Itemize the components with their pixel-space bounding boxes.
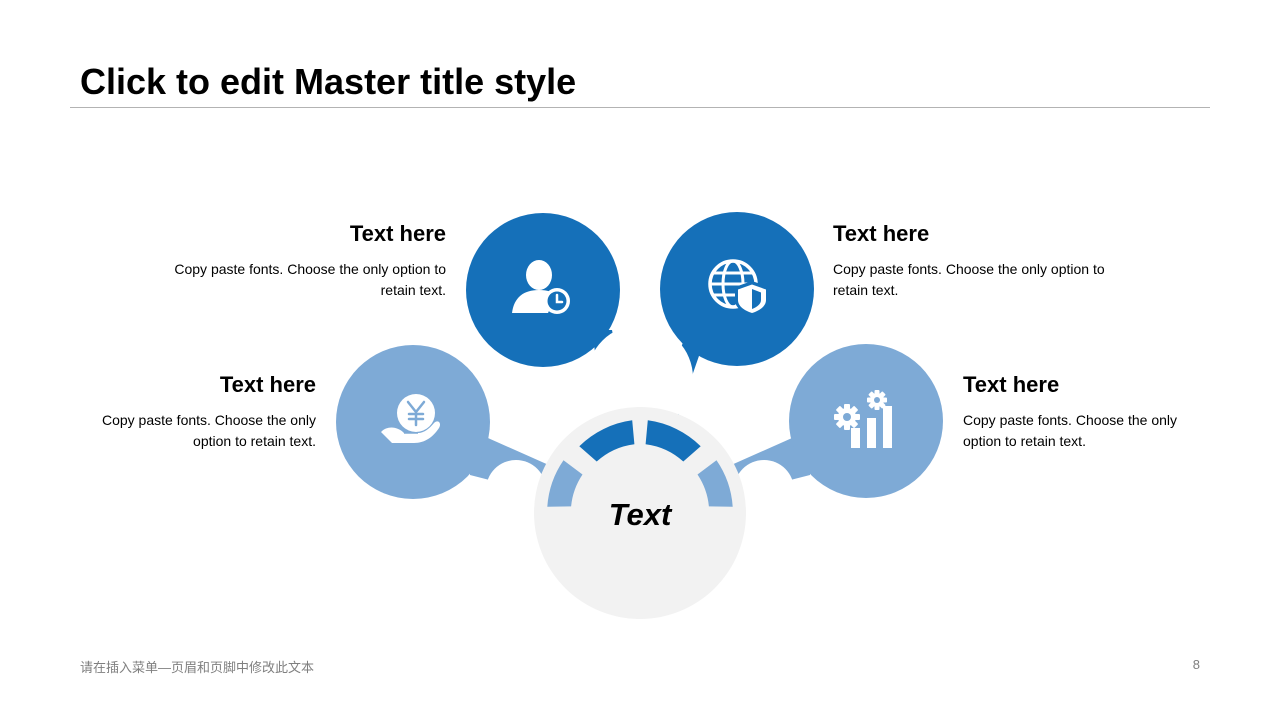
text-block-top-right: Text here Copy paste fonts. Choose the o… <box>833 220 1133 301</box>
text-block-top-left: Text here Copy paste fonts. Choose the o… <box>146 220 446 301</box>
block-body-line: Copy paste fonts. Choose the only <box>101 412 316 428</box>
center-hub[interactable] <box>534 407 746 619</box>
hub-arc-segment-top-left <box>579 420 635 462</box>
petal-circle-right[interactable] <box>789 344 943 498</box>
block-body-line: option to retain text. <box>963 433 1086 449</box>
neck-left <box>486 460 546 520</box>
center-label[interactable]: Text <box>608 497 672 532</box>
block-heading[interactable]: Text here <box>963 372 1060 397</box>
block-body-line: retain text. <box>833 282 899 298</box>
block-body-line: Copy paste fonts. Choose the only option… <box>833 261 1105 277</box>
hub-arc-segments <box>547 420 733 507</box>
block-body-line: option to retain text. <box>193 433 316 449</box>
title-divider <box>70 107 1210 108</box>
page-number[interactable]: 8 <box>1192 657 1200 672</box>
petal-circle-top-left[interactable] <box>466 213 620 367</box>
neck-top-center <box>587 325 693 431</box>
text-block-left: Text here Copy paste fonts. Choose the o… <box>16 371 316 452</box>
hub-arc-segment-top-right <box>645 420 701 462</box>
block-heading[interactable]: Text here <box>833 221 930 246</box>
block-heading[interactable]: Text here <box>219 372 316 397</box>
globe-shield-icon <box>708 259 769 316</box>
user-clock-icon <box>512 260 570 314</box>
hub-arc-segment-left <box>547 460 583 507</box>
block-heading[interactable]: Text here <box>349 221 446 246</box>
slide-title[interactable]: Click to edit Master title style <box>80 61 577 102</box>
block-body[interactable]: Copy paste fonts. Choose the only option… <box>963 410 1263 452</box>
block-body-line: Copy paste fonts. Choose the only option… <box>174 261 446 277</box>
gear-bar-chart-icon <box>834 390 892 448</box>
diagram-necks <box>486 325 794 520</box>
block-body[interactable]: Copy paste fonts. Choose the only option… <box>16 410 316 452</box>
hub-arc-segment-right <box>697 460 733 507</box>
footer-text[interactable]: 请在插入菜单—页眉和页脚中修改此文本 <box>80 660 315 675</box>
block-body[interactable]: Copy paste fonts. Choose the only option… <box>146 259 446 301</box>
text-block-right: Text here Copy paste fonts. Choose the o… <box>963 371 1263 452</box>
hand-yen-icon <box>381 394 441 443</box>
block-body-line: retain text. <box>380 282 446 298</box>
block-body-line: Copy paste fonts. Choose the only <box>963 412 1178 428</box>
block-body[interactable]: Copy paste fonts. Choose the only option… <box>833 259 1133 301</box>
neck-right <box>734 460 794 520</box>
